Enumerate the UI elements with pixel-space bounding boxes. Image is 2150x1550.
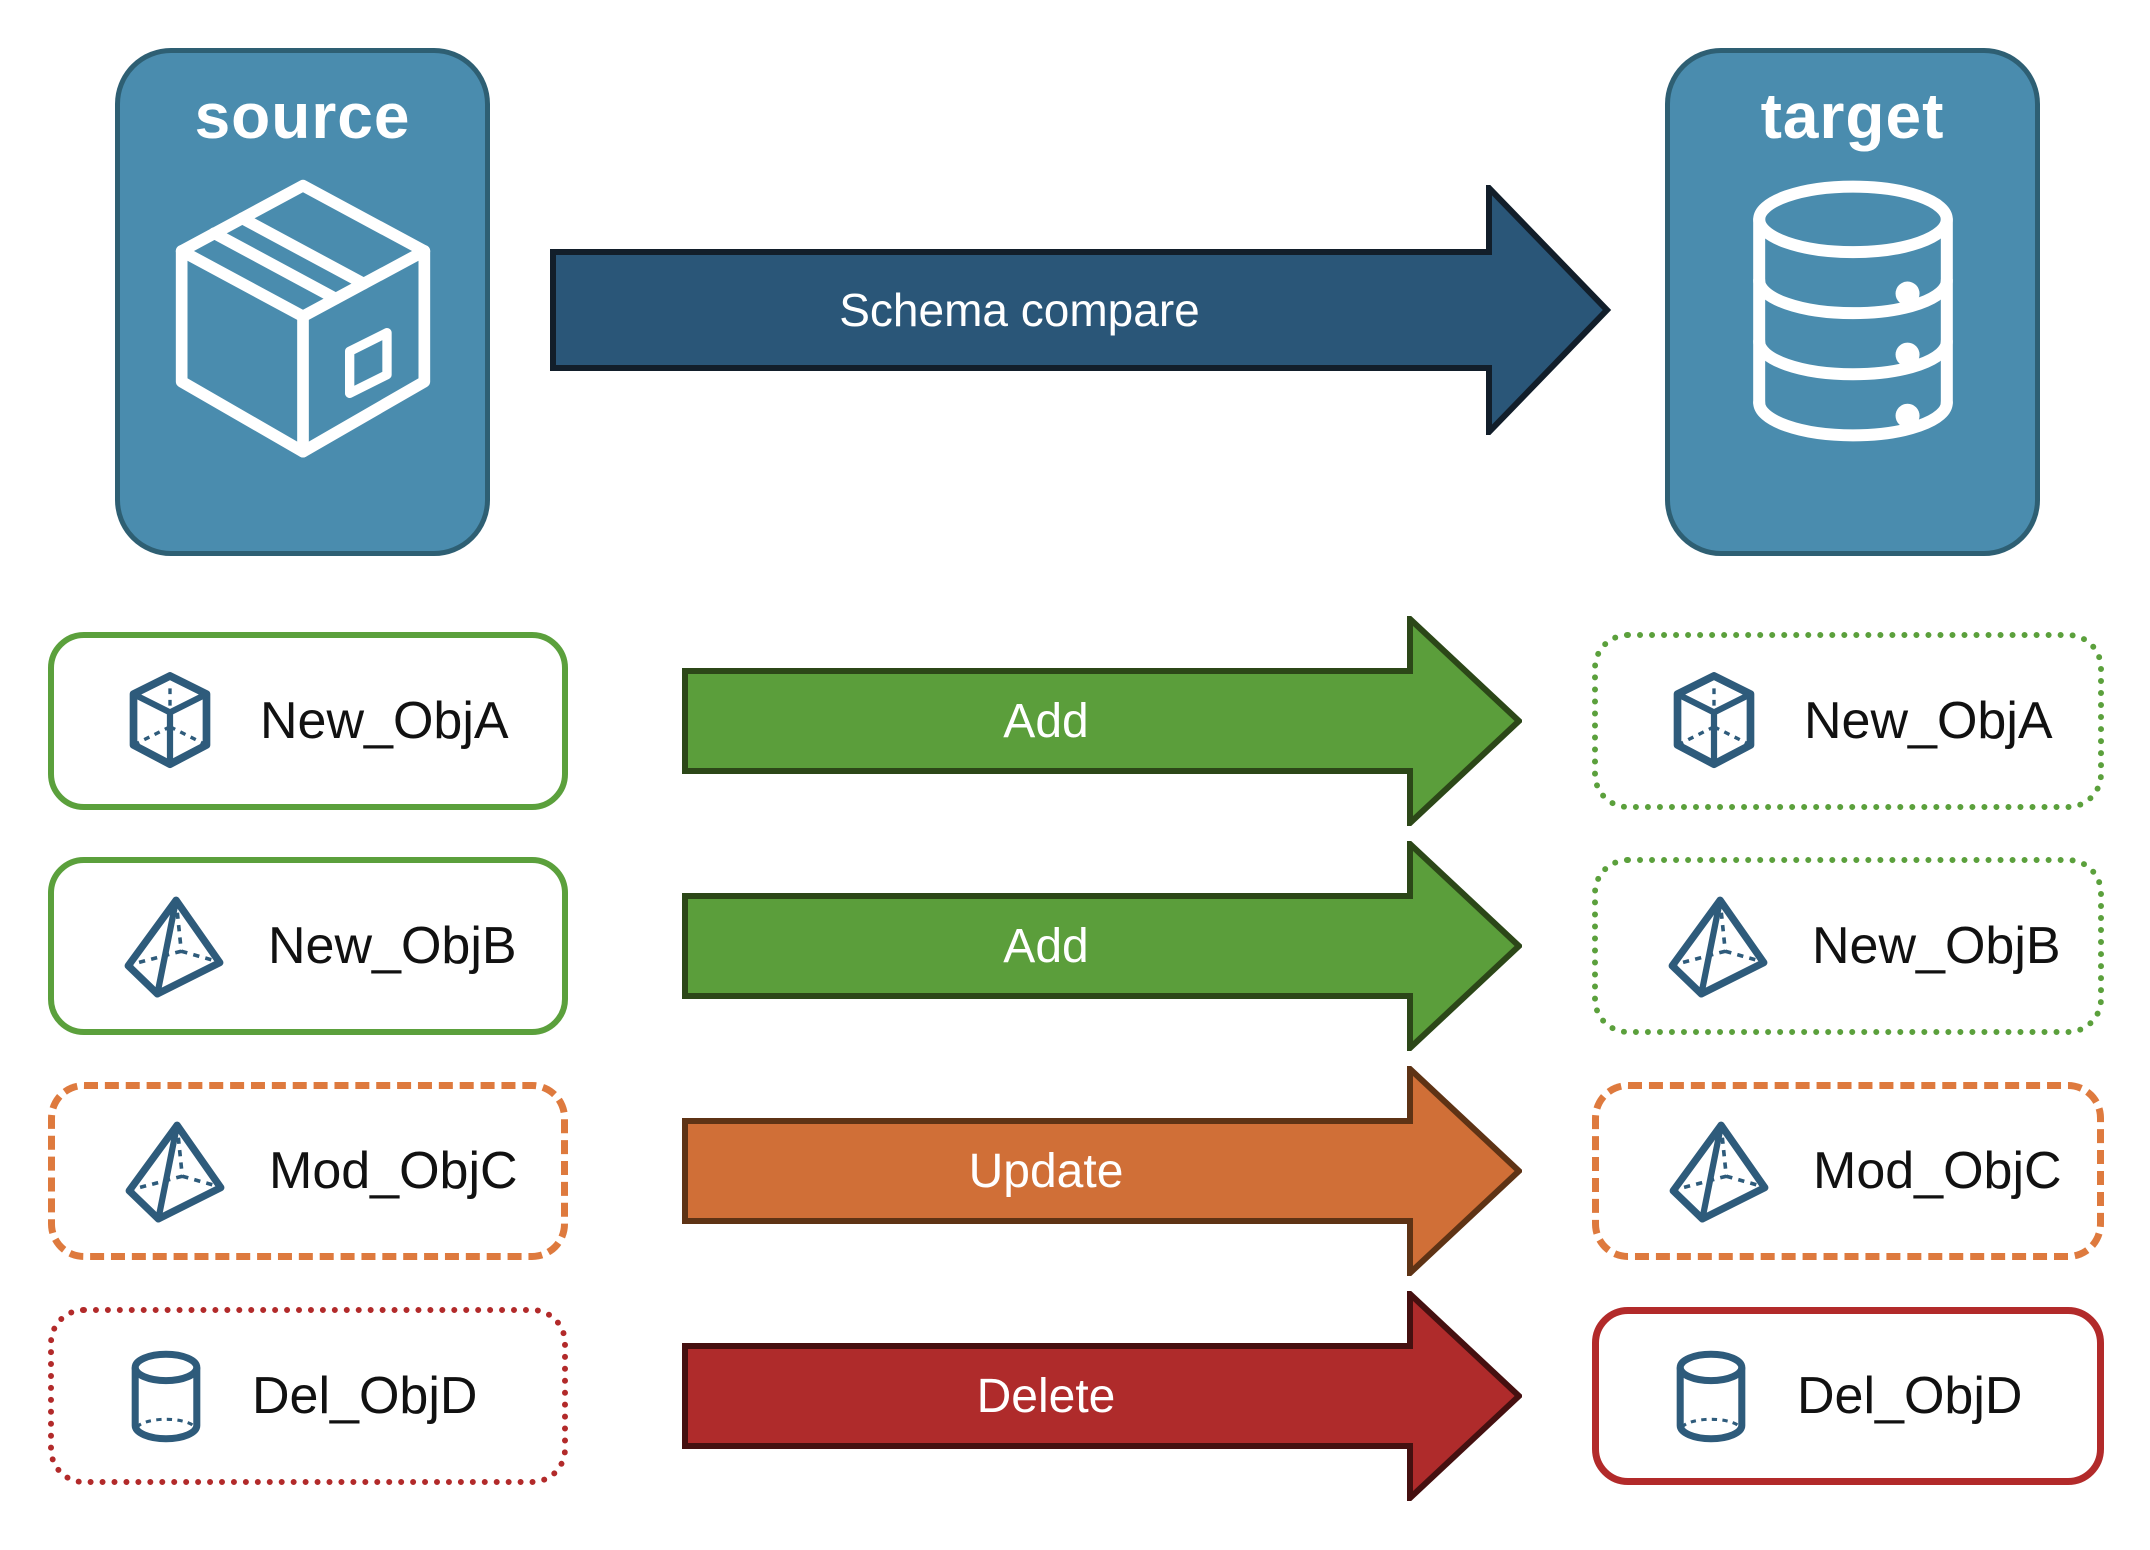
update-label: Update bbox=[968, 1144, 1124, 1198]
add-label: Add bbox=[1003, 919, 1089, 973]
update-arrow: Update bbox=[682, 1066, 1522, 1276]
target-object-new-objb: New_ObjB bbox=[1592, 857, 2104, 1035]
object-label: Del_ObjD bbox=[1797, 1367, 2023, 1425]
target-label: target bbox=[1760, 80, 1945, 152]
target-object-del-objd: Del_ObjD bbox=[1592, 1307, 2104, 1485]
source-label: source bbox=[194, 80, 411, 152]
delete-arrow: Delete bbox=[682, 1291, 1522, 1501]
pyramid-icon bbox=[1668, 896, 1768, 998]
source-object-new-obja: New_ObjA bbox=[48, 632, 568, 810]
object-label: Del_ObjD bbox=[252, 1367, 478, 1425]
cube-icon bbox=[1673, 672, 1755, 769]
cube-icon bbox=[129, 672, 211, 769]
source-object-new-objb: New_ObjB bbox=[48, 857, 568, 1035]
object-label: Mod_ObjC bbox=[269, 1142, 518, 1200]
package-icon bbox=[175, 179, 430, 458]
source-node: source bbox=[115, 48, 490, 556]
object-label: Mod_ObjC bbox=[1813, 1142, 2062, 1200]
add-arrow-shape bbox=[682, 616, 1522, 826]
object-label: New_ObjB bbox=[268, 917, 517, 975]
update-arrow-shape bbox=[682, 1066, 1522, 1276]
add-arrow-2: Add bbox=[682, 841, 1522, 1051]
target-node: target bbox=[1665, 48, 2040, 556]
source-object-mod-objc: Mod_ObjC bbox=[48, 1082, 568, 1260]
target-object-mod-objc: Mod_ObjC bbox=[1592, 1082, 2104, 1260]
add-arrow-shape bbox=[682, 841, 1522, 1051]
schema-compare-arrow-shape bbox=[550, 185, 1612, 435]
delete-label: Delete bbox=[976, 1369, 1116, 1423]
pyramid-icon bbox=[125, 1121, 225, 1223]
delete-arrow-shape bbox=[682, 1291, 1522, 1501]
object-label: New_ObjA bbox=[260, 692, 509, 750]
add-arrow-1: Add bbox=[682, 616, 1522, 826]
database-icon bbox=[1752, 180, 1953, 442]
pyramid-icon bbox=[124, 896, 224, 998]
object-label: New_ObjB bbox=[1812, 917, 2061, 975]
source-object-del-objd: Del_ObjD bbox=[48, 1307, 568, 1485]
cylinder-icon bbox=[131, 1350, 201, 1442]
pyramid-icon bbox=[1669, 1121, 1769, 1223]
target-object-new-obja: New_ObjA bbox=[1592, 632, 2104, 810]
object-label: New_ObjA bbox=[1804, 692, 2053, 750]
add-label: Add bbox=[1003, 694, 1089, 748]
schema-compare-label: Schema compare bbox=[839, 284, 1200, 336]
schema-compare-arrow: Schema compare bbox=[550, 185, 1612, 435]
cylinder-icon bbox=[1676, 1350, 1746, 1442]
